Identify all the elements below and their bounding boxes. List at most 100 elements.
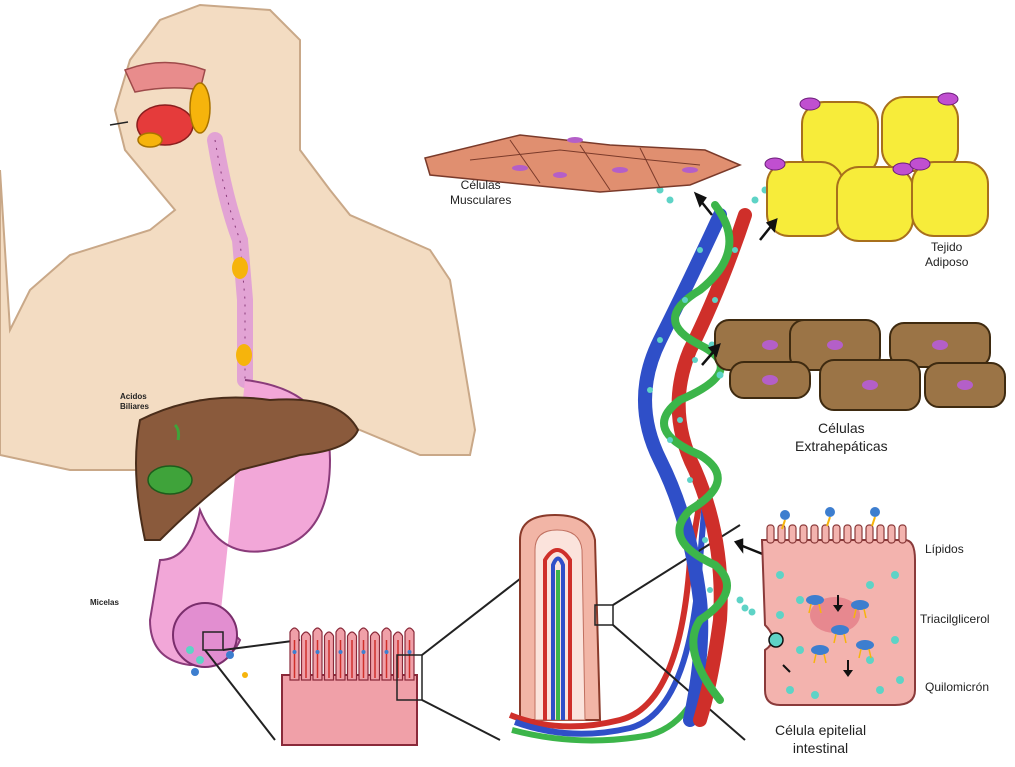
muscle-label: Células Musculares (450, 178, 511, 208)
chylomicron-dot (876, 686, 884, 694)
epithelial-label-line1: Célula epitelial (775, 722, 866, 740)
microvillus (877, 525, 884, 543)
exiting-chylomicron (769, 633, 783, 647)
chylomicron-dot (891, 571, 899, 579)
vessel-particle (677, 417, 683, 423)
vessel-particle (682, 297, 688, 303)
extrahepatic-nucleus (862, 380, 878, 390)
epithelial-cell (762, 507, 915, 705)
muscle-label-line2: Musculares (450, 193, 511, 208)
adipose-tissue (765, 93, 988, 241)
microvillus (888, 525, 895, 543)
sublingual-gland (138, 133, 162, 147)
bile-acids-label: Acidos Biliares (120, 392, 149, 412)
vessel-particle (697, 247, 703, 253)
chylomicron-dot (891, 636, 899, 644)
adipocyte (767, 162, 843, 236)
extrahepatic-label-line2: Extrahepáticas (795, 438, 888, 456)
villus-dot (408, 650, 412, 654)
villus-dot (385, 650, 389, 654)
chylomicron-dot (811, 691, 819, 699)
microvillus (833, 525, 840, 543)
vessels (645, 205, 745, 720)
food-bolus (232, 257, 248, 279)
triacylglycerol-head (811, 645, 829, 655)
vessel-particle (687, 477, 693, 483)
microvillus (855, 525, 862, 543)
chylomicron-dot (866, 581, 874, 589)
zoom-line-4 (422, 700, 500, 740)
free-chylomicron (717, 372, 724, 379)
villus-dot (316, 650, 320, 654)
extrahepatic-nucleus (932, 340, 948, 350)
food-bolus-2 (236, 344, 252, 366)
zoom-line-3 (422, 575, 525, 655)
free-chylomicron (749, 609, 756, 616)
adipose-label-line1: Tejido (925, 240, 968, 255)
adipocyte-nucleus (800, 98, 820, 110)
vessel-particle (667, 437, 673, 443)
villus-dot (339, 650, 343, 654)
free-chylomicron (737, 597, 744, 604)
free-chylomicron (667, 197, 674, 204)
extrahepatic-label-line1: Células (795, 420, 888, 438)
microvillus (844, 525, 851, 543)
chylomicron-dot (786, 686, 794, 694)
extrahepatic-cells (715, 320, 1005, 410)
lipid-head (780, 510, 790, 520)
lipid-head (870, 507, 880, 517)
gallbladder (148, 466, 192, 494)
vessel-particle (657, 337, 663, 343)
chylomicron-label: Quilomicrón (925, 680, 989, 695)
microvillus (789, 525, 796, 543)
microvillus (800, 525, 807, 543)
extrahepatic-nucleus (957, 380, 973, 390)
vessel-particle (692, 357, 698, 363)
chylomicron-dot (896, 676, 904, 684)
adipocyte (912, 162, 988, 236)
vessel-particle (707, 587, 713, 593)
chylomicron-dot (866, 656, 874, 664)
free-chylomicron (742, 605, 749, 612)
vessel-particle (712, 297, 718, 303)
epithelial-label-line2: intestinal (775, 740, 866, 758)
lipid-tail (827, 517, 830, 526)
zoom-line-2 (205, 650, 275, 740)
lipid-head (825, 507, 835, 517)
extrahepatic-nucleus (762, 340, 778, 350)
vessel-particle (732, 247, 738, 253)
villi-block (282, 628, 422, 745)
microvillus (866, 525, 873, 543)
microvillus (822, 525, 829, 543)
bile-acids-label-line2: Biliares (120, 402, 149, 412)
villus-dot (293, 650, 297, 654)
adipose-label-line2: Adiposo (925, 255, 968, 270)
triacylglycerol-head (806, 595, 824, 605)
villus-dot (362, 650, 366, 654)
muscle-nucleus (567, 137, 583, 143)
lipids-label: Lípidos (925, 542, 964, 557)
microvillus (811, 525, 818, 543)
triacylglycerol-head (851, 600, 869, 610)
microvilli (767, 507, 906, 543)
microvillus (767, 525, 774, 543)
extrahepatic-label: Células Extrahepáticas (795, 420, 888, 455)
epithelial-label: Célula epitelial intestinal (775, 722, 866, 757)
adipose-label: Tejido Adiposo (925, 240, 968, 270)
adipocyte-nucleus (765, 158, 785, 170)
adipocyte (837, 167, 913, 241)
extrahepatic-nucleus (762, 375, 778, 385)
chylomicron-dot (776, 571, 784, 579)
chylomicron-dot (796, 596, 804, 604)
triacylglycerol-label: Triacilglicerol (920, 612, 990, 627)
extrahepatic-nucleus (827, 340, 843, 350)
muscle-label-line1: Células (450, 178, 511, 193)
lipid-tail (872, 517, 875, 526)
adipocyte-nucleus (938, 93, 958, 105)
adipocyte-nucleus (910, 158, 930, 170)
vessel-particle (647, 387, 653, 393)
microvillus (899, 525, 906, 543)
vessel-particle (702, 537, 708, 543)
nasal-cavity (125, 63, 205, 93)
